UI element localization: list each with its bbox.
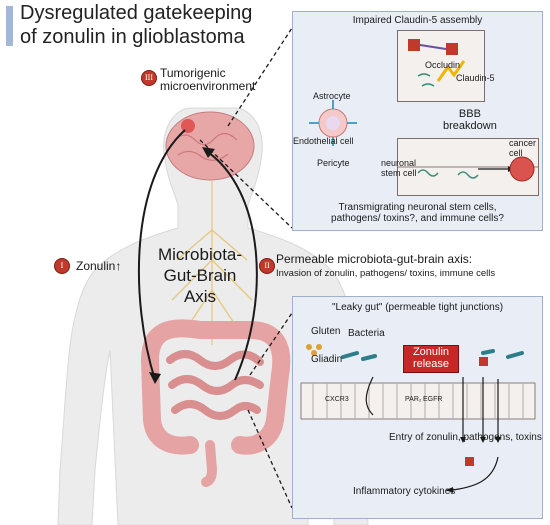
transmigration-inset <box>397 138 539 196</box>
bbb-panel: Impaired Claudin-5 assembly Occludin Cla… <box>292 11 543 231</box>
endothelial-graphic <box>309 100 357 146</box>
transmigration-graphic <box>398 156 538 182</box>
gluten-label: Gluten <box>311 326 341 337</box>
par2-label: PAR₂ <box>405 396 422 403</box>
marker-i-badge: I <box>54 258 70 274</box>
claudin5-label: Claudin-5 <box>456 73 495 83</box>
tight-junction-inset <box>397 30 485 102</box>
cancer-cell-label: cancer cell <box>509 138 537 158</box>
bacteria-label: Bacteria <box>348 328 385 339</box>
astrocyte-label: Astrocyte <box>313 91 351 101</box>
gut-epithelium-graphic <box>300 344 536 493</box>
axis-arrow-right <box>204 149 258 381</box>
marker-ii-subtext: Invasion of zonulin, pathogens/ toxins, … <box>276 268 496 279</box>
axis-label: Microbiota- Gut-Brain Axis <box>157 245 243 306</box>
marker-ii-badge: II <box>259 258 275 274</box>
brain <box>165 111 255 181</box>
marker-iii-badge: III <box>141 70 157 86</box>
figure-title: Dysregulated gatekeeping of zonulin in g… <box>20 2 253 48</box>
bbb-caption: Transmigrating neuronal stem cells, path… <box>331 202 504 224</box>
gliadin-label: Gliadin <box>311 354 343 365</box>
entry-label: Entry of zonulin, pathogens, toxins <box>389 432 542 443</box>
marker-i-label: Zonulin↑ <box>76 259 122 273</box>
bbb-panel-title: Impaired Claudin-5 assembly <box>352 15 483 26</box>
occludin-label: Occludin <box>425 60 461 70</box>
large-intestine <box>141 319 291 455</box>
human-silhouette <box>57 107 369 525</box>
title-accent-bar <box>6 6 13 46</box>
bbb-breakdown-label: BBB breakdown <box>443 108 497 132</box>
egfr-label: EGFR <box>423 396 443 403</box>
axis-arrow-left <box>137 129 186 381</box>
tight-junction-graphic <box>408 39 466 87</box>
zonulin-release-box: Zonulin release <box>403 345 459 373</box>
gut-panel-title: "Leaky gut" (permeable tight junctions) <box>331 302 504 313</box>
endothelial-label: Endothelial cell <box>293 136 354 146</box>
pericyte-label: Pericyte <box>317 158 350 168</box>
gut-panel: "Leaky gut" (permeable tight junctions) … <box>292 296 543 519</box>
cxcr3-label: CXCR3 <box>325 396 349 403</box>
marker-ii-label: Permeable microbiota-gut-brain axis: <box>276 252 473 266</box>
neuronal-stem-cell-label: neuronal stem cell <box>381 158 417 178</box>
marker-iii-label: Tumorigenic microenvironment <box>160 66 256 93</box>
cytokines-label: Inflammatory cytokines <box>353 486 456 497</box>
